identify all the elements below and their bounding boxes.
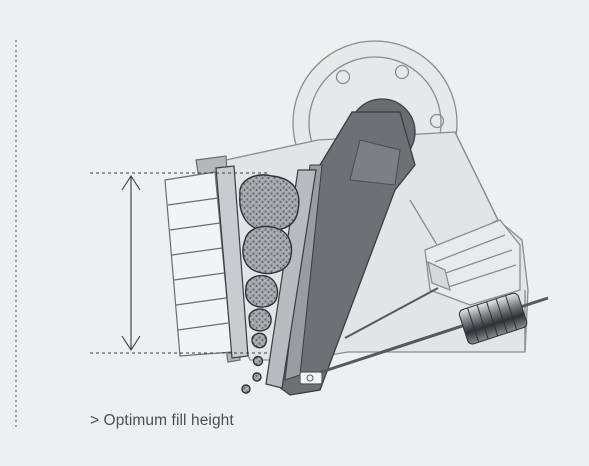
toggle-pin xyxy=(299,371,323,385)
tension-spring xyxy=(458,292,528,345)
rocks xyxy=(239,174,300,394)
fill-height-dimension xyxy=(90,172,268,354)
fixed-jaw-plate xyxy=(215,165,249,359)
moving-jaw-plate xyxy=(265,169,317,389)
caption-label: > Optimum fill height xyxy=(90,412,234,429)
